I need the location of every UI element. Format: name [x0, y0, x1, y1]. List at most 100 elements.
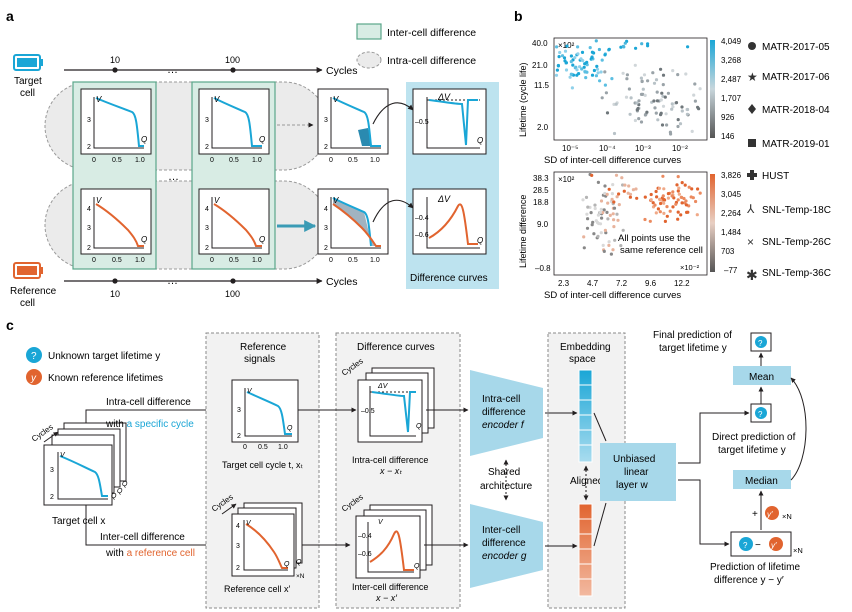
reference-cell-label-2: cell: [20, 298, 35, 309]
top-scatter-points: [554, 39, 702, 136]
svg-text:Q: Q: [296, 559, 302, 566]
svg-text:Embedding: Embedding: [560, 342, 611, 353]
scatter-point: [555, 45, 559, 49]
scatter-point: [635, 108, 639, 112]
scatter-point: [621, 183, 625, 187]
scatter-point: [643, 93, 647, 97]
svg-text:2: 2: [324, 144, 328, 151]
top-ylabel: Lifetime (cycle life): [518, 62, 528, 137]
scatter-point: [696, 187, 700, 191]
svg-text:0: 0: [210, 157, 214, 164]
scatter-point: [605, 210, 609, 214]
top-tick-10: 10: [110, 55, 120, 65]
svg-text:9.6: 9.6: [645, 279, 657, 288]
svg-text:11.5: 11.5: [534, 81, 550, 90]
scatter-point: [599, 231, 603, 235]
svg-text:?: ?: [758, 339, 763, 348]
scatter-point: [569, 72, 573, 76]
svg-text:V: V: [96, 196, 102, 205]
bottom-tick-100: 100: [225, 289, 240, 299]
svg-text:0: 0: [210, 257, 214, 264]
legend-intra-label: Intra-cell difference: [387, 55, 476, 67]
target-cell-stack: V 3 2 Q Q Q: [43, 422, 128, 506]
target-cycle-plot: V 3 2 Q 0 0.5 1.0: [231, 379, 299, 451]
svg-text:703: 703: [721, 247, 735, 256]
scatter-point: [569, 60, 573, 64]
scatter-point: [610, 192, 615, 196]
scatter-point: [655, 90, 659, 94]
scatter-point: [648, 219, 652, 223]
bottom-note-2: same reference cell: [620, 245, 703, 256]
svg-text:3: 3: [236, 543, 240, 550]
scatter-point: [686, 45, 690, 49]
scatter-point: [660, 91, 664, 95]
svg-text:3: 3: [50, 467, 54, 474]
dataset-legend: MATR-2017-05 ★ MATR-2017-06 MATR-2018-04…: [746, 42, 831, 283]
scatter-point: [588, 46, 592, 50]
curve-arrow-top: [372, 102, 414, 125]
svg-text:–77: –77: [724, 266, 738, 275]
target-cell-label-1: Target: [14, 76, 42, 87]
scatter-point: [680, 105, 684, 109]
panel-a-letter: a: [6, 8, 14, 24]
svg-text:Inter-cell difference: Inter-cell difference: [352, 582, 428, 592]
marker-cross-icon: ×: [747, 235, 754, 249]
scatter-point: [601, 211, 605, 215]
svg-text:3: 3: [205, 117, 209, 124]
scatter-point: [693, 99, 698, 103]
marker-asterisk-icon: ✱: [746, 267, 758, 283]
scatter-point: [659, 98, 663, 102]
scatter-point: [660, 123, 665, 127]
scatter-point: [608, 213, 612, 217]
legend-inter-swatch: [356, 23, 382, 40]
svg-text:y: y: [30, 373, 37, 384]
svg-text:10⁻³: 10⁻³: [635, 144, 651, 153]
scatter-point: [665, 123, 669, 127]
svg-text:Q: Q: [477, 136, 483, 145]
plot-target-cycle10: V 3 2 Q 0 0.5 1.0: [80, 88, 152, 164]
svg-text:Q: Q: [141, 135, 147, 144]
reference-cell-caption: Reference cell x′: [224, 584, 291, 594]
scatter-point: [649, 198, 653, 202]
scatter-point: [594, 39, 598, 43]
scatter-point: [575, 68, 579, 72]
svg-text:Q: Q: [259, 235, 265, 244]
scatter-point: [557, 55, 561, 59]
svg-text:38.3: 38.3: [533, 174, 549, 183]
scatter-point: [619, 244, 623, 248]
scatter-point: [684, 203, 689, 207]
scatter-point: [598, 79, 602, 83]
svg-text:1,484: 1,484: [721, 228, 742, 237]
svg-text:?: ?: [31, 351, 37, 362]
scatter-point: [582, 246, 586, 250]
marker-lambda-icon: ⅄: [746, 202, 755, 216]
scatter-point: [585, 60, 589, 64]
scatter-point: [562, 56, 567, 60]
scatter-lifetime: ×10² 40.0 21.0 11.5 2.0 10⁻⁵ 10⁻⁴ 10⁻³ 1…: [518, 37, 742, 166]
svg-text:Intra-cell difference: Intra-cell difference: [352, 455, 428, 465]
plot-target-cycle100: V 3 2 Q 0 0.5 1.0: [198, 88, 270, 164]
svg-text:Reference: Reference: [240, 342, 287, 353]
svg-text:3: 3: [324, 117, 328, 124]
scatter-point: [680, 201, 684, 205]
svg-text:MATR-2019-01: MATR-2019-01: [762, 139, 830, 150]
plot-diff-intra: ΔV –0.5 Q: [412, 88, 487, 155]
svg-text:V: V: [214, 196, 220, 205]
svg-text:0.5: 0.5: [112, 257, 122, 264]
scatter-point: [676, 198, 680, 202]
scatter-point: [617, 192, 621, 196]
top-cycles-label: Cycles: [326, 65, 358, 77]
svg-text:0: 0: [92, 257, 96, 264]
scatter-point: [693, 82, 697, 86]
svg-text:x − xₜ: x − xₜ: [379, 466, 402, 476]
svg-text:+: +: [752, 509, 758, 520]
target-cell-label-2: cell: [20, 88, 35, 99]
svg-text:Q: Q: [117, 488, 123, 495]
scatter-point: [596, 213, 601, 217]
scatter-point: [592, 68, 597, 73]
scatter-point: [655, 195, 659, 199]
scatter-point: [633, 118, 638, 123]
scatter-point: [573, 56, 577, 60]
scatter-point: [642, 73, 647, 77]
scatter-point: [580, 50, 585, 55]
